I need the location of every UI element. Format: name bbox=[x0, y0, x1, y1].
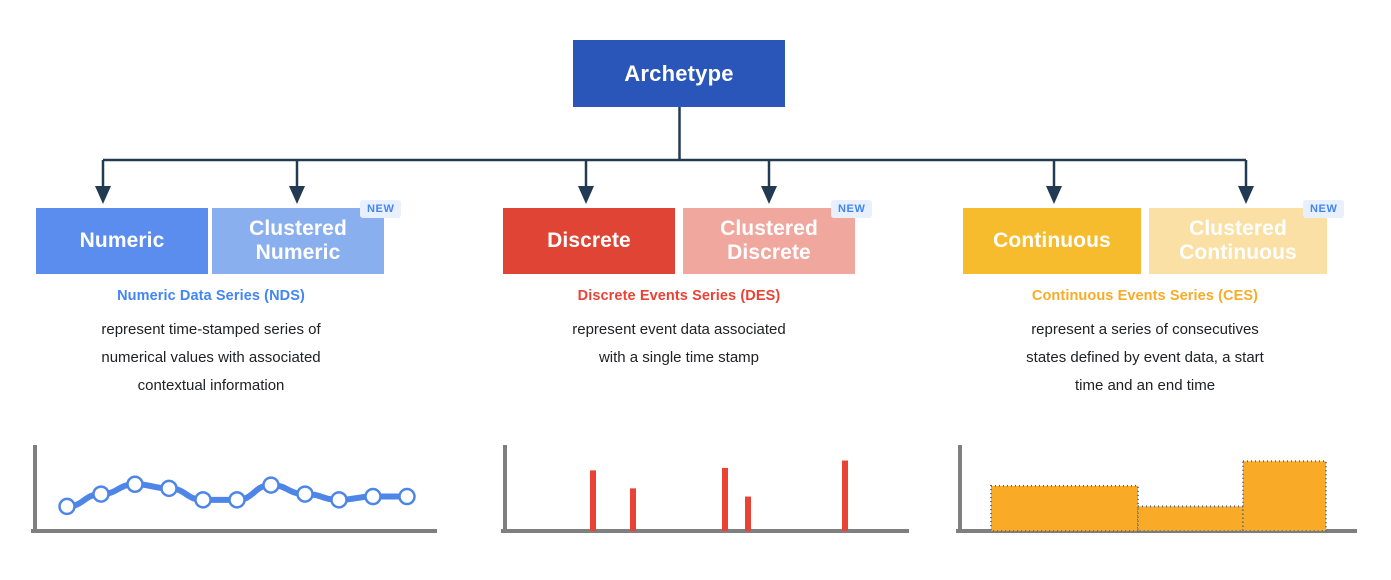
caption-numeric-body: represent time-stamped series of numeric… bbox=[101, 321, 321, 394]
chart-numeric-data-series bbox=[31, 445, 437, 533]
caption-numeric: Numeric Data Series (NDS) represent time… bbox=[33, 288, 389, 399]
data-point-marker bbox=[58, 497, 76, 516]
node-numeric-label: Numeric bbox=[79, 229, 165, 253]
data-point-marker bbox=[262, 476, 280, 494]
data-point-marker bbox=[126, 475, 144, 494]
node-discrete-label: Discrete bbox=[547, 229, 631, 253]
data-point-marker bbox=[398, 487, 416, 506]
caption-continuous: Continuous Events Series (CES) represent… bbox=[960, 288, 1330, 399]
node-clustered-discrete[interactable]: Clustered Discrete NEW bbox=[683, 200, 873, 274]
node-clustered-numeric-label: Clustered Numeric bbox=[249, 217, 347, 264]
data-point-marker bbox=[228, 491, 246, 509]
arrow-discrete bbox=[578, 186, 594, 204]
chart-discrete-events-series bbox=[501, 445, 909, 533]
arrow-clustered-continuous bbox=[1238, 186, 1254, 204]
state-block bbox=[1242, 460, 1327, 532]
new-badge-clustered-numeric: NEW bbox=[360, 200, 402, 218]
state-block bbox=[990, 484, 1139, 532]
node-discrete[interactable]: Discrete bbox=[503, 208, 675, 274]
data-point-marker bbox=[92, 485, 110, 503]
data-point-marker bbox=[364, 487, 382, 506]
arrow-clustered-discrete bbox=[761, 186, 777, 204]
archetype-root-node[interactable]: Archetype bbox=[573, 40, 785, 107]
data-point-marker bbox=[160, 479, 178, 498]
node-clustered-continuous[interactable]: Clustered Continuous NEW bbox=[1149, 200, 1345, 274]
arrow-numeric bbox=[95, 186, 111, 204]
archetype-root-label: Archetype bbox=[624, 60, 734, 86]
caption-discrete-title: Discrete Events Series (DES) bbox=[577, 288, 781, 304]
node-clustered-discrete-label: Clustered Discrete bbox=[720, 217, 818, 264]
data-point-marker bbox=[194, 491, 212, 509]
caption-continuous-title: Continuous Events Series (CES) bbox=[1031, 288, 1259, 304]
data-point-marker bbox=[330, 491, 348, 509]
node-clustered-numeric[interactable]: Clustered Numeric NEW bbox=[212, 200, 402, 274]
new-badge-clustered-discrete: NEW bbox=[831, 200, 873, 218]
arrow-clustered-numeric bbox=[289, 186, 305, 204]
caption-discrete-body: represent event data associated with a s… bbox=[572, 321, 786, 366]
new-badge-clustered-continuous: NEW bbox=[1303, 200, 1345, 218]
caption-discrete: Discrete Events Series (DES) represent e… bbox=[501, 288, 857, 372]
node-continuous[interactable]: Continuous bbox=[963, 208, 1141, 274]
caption-numeric-title: Numeric Data Series (NDS) bbox=[117, 288, 305, 304]
node-numeric[interactable]: Numeric bbox=[36, 208, 208, 274]
state-block bbox=[1137, 505, 1244, 533]
arrow-continuous bbox=[1046, 186, 1062, 204]
node-clustered-continuous-label: Clustered Continuous bbox=[1179, 217, 1297, 264]
data-point-marker bbox=[296, 485, 314, 503]
chart-continuous-events-series bbox=[956, 445, 1357, 533]
caption-continuous-body: represent a series of consecutives state… bbox=[1026, 321, 1264, 394]
node-continuous-label: Continuous bbox=[993, 229, 1111, 253]
